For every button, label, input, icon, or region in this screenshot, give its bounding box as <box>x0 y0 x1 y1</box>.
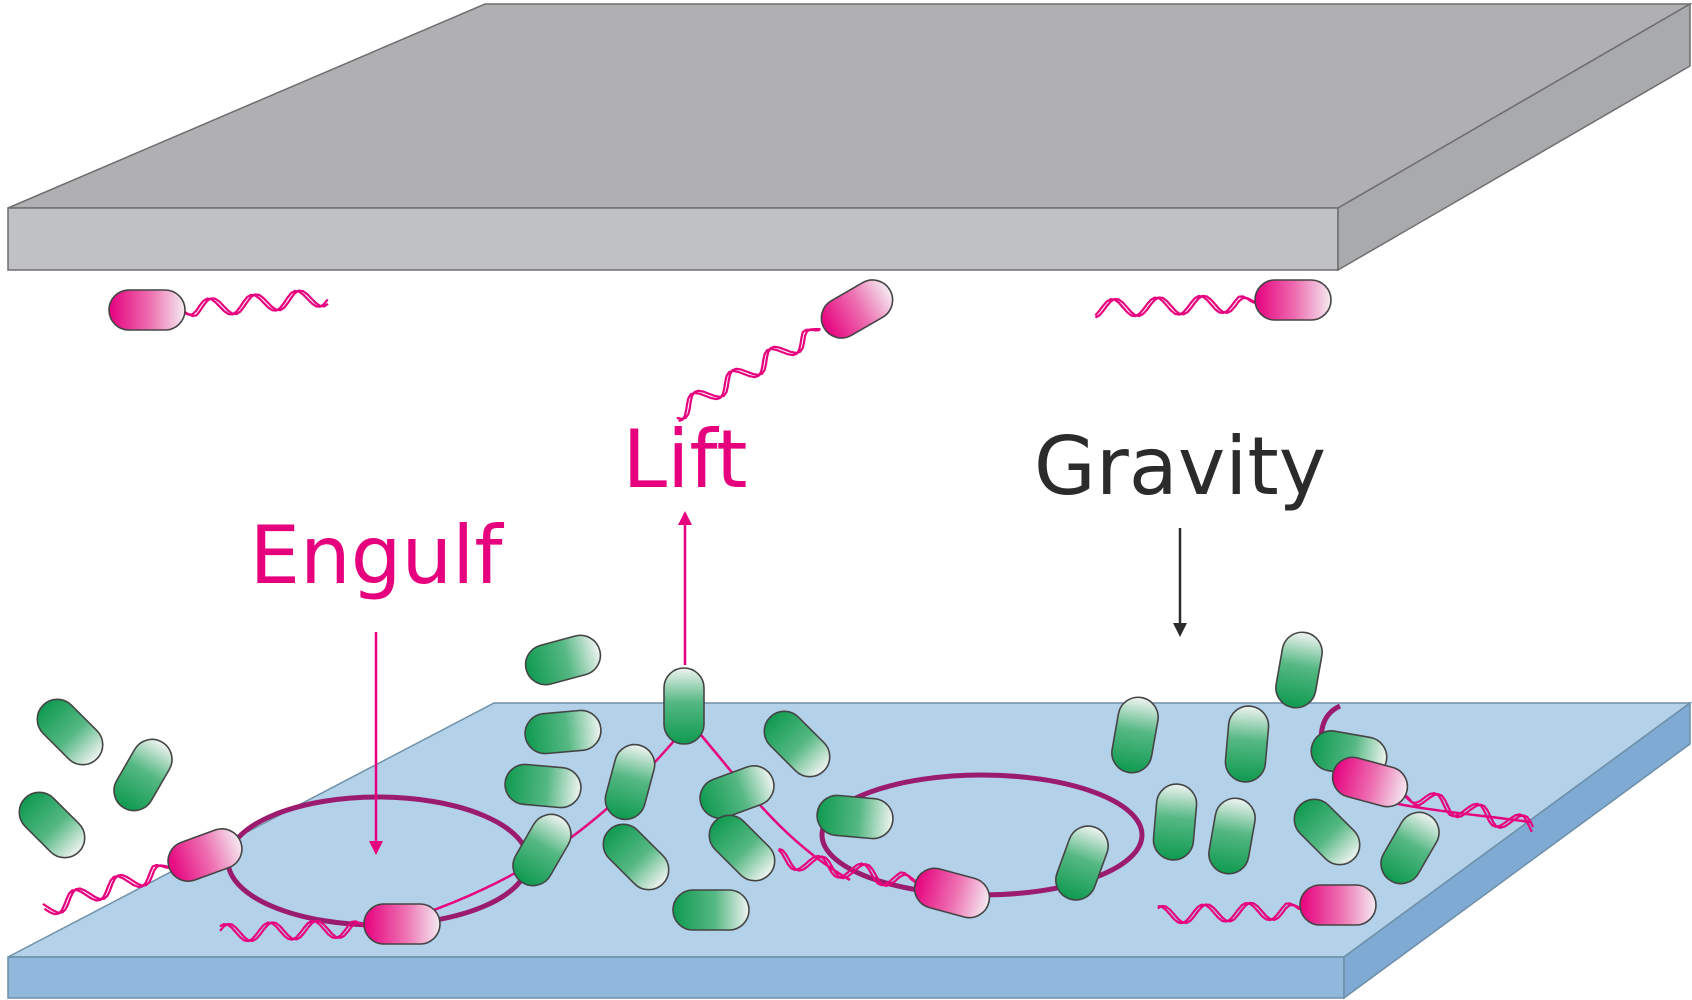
flagellum-line-lift <box>694 727 851 882</box>
green-cells <box>18 631 1440 931</box>
magenta-cell <box>913 867 991 919</box>
green-cell <box>604 743 656 821</box>
green-cell <box>1055 825 1109 901</box>
flagellum-wave <box>1403 791 1535 833</box>
engulf-label: Engulf <box>249 509 504 602</box>
lift-label: Lift <box>623 413 748 506</box>
green-cell <box>1293 798 1361 866</box>
green-cell <box>1380 811 1440 885</box>
magenta-cell <box>108 289 186 331</box>
magenta-cells <box>42 279 1535 945</box>
flagellum-wave <box>42 863 172 916</box>
green-cell <box>524 634 602 686</box>
flagellum-wave <box>777 847 917 888</box>
top-plate <box>7 2 1692 272</box>
magenta-cell <box>167 828 243 882</box>
green-cell <box>524 709 602 755</box>
flagellum-wave <box>1094 294 1257 319</box>
green-cell <box>512 813 572 887</box>
flagellum-wave <box>219 919 370 943</box>
green-cell <box>113 738 173 812</box>
magenta-cell <box>820 279 894 339</box>
green-cell <box>1111 696 1159 774</box>
flagellum-wave <box>676 328 821 423</box>
bottom-plate-right <box>1343 701 1691 1000</box>
magenta-cell <box>1254 279 1332 321</box>
gravity-label: Gravity <box>1034 420 1326 513</box>
green-cell <box>602 823 670 891</box>
green-cell <box>504 763 582 809</box>
flagellum-wave <box>1157 901 1304 925</box>
green-cell <box>1152 783 1198 861</box>
bottom-plate <box>7 701 1692 1000</box>
green-cell <box>699 765 775 819</box>
green-cell <box>18 791 86 859</box>
green-cell <box>1208 797 1256 875</box>
flagellum-wave <box>178 289 329 318</box>
green-cell <box>1224 705 1270 783</box>
magenta-cell <box>1299 884 1377 926</box>
green-cell <box>672 889 750 931</box>
green-cell <box>36 698 104 766</box>
green-cell <box>1275 631 1323 709</box>
magenta-cell <box>1331 756 1409 808</box>
top-plate-right <box>1337 2 1691 272</box>
magenta-cell <box>363 903 441 945</box>
bottom-plate-front <box>7 956 1345 999</box>
green-cell <box>816 794 894 840</box>
green-cell <box>663 667 705 745</box>
top-plate-front <box>7 207 1339 271</box>
